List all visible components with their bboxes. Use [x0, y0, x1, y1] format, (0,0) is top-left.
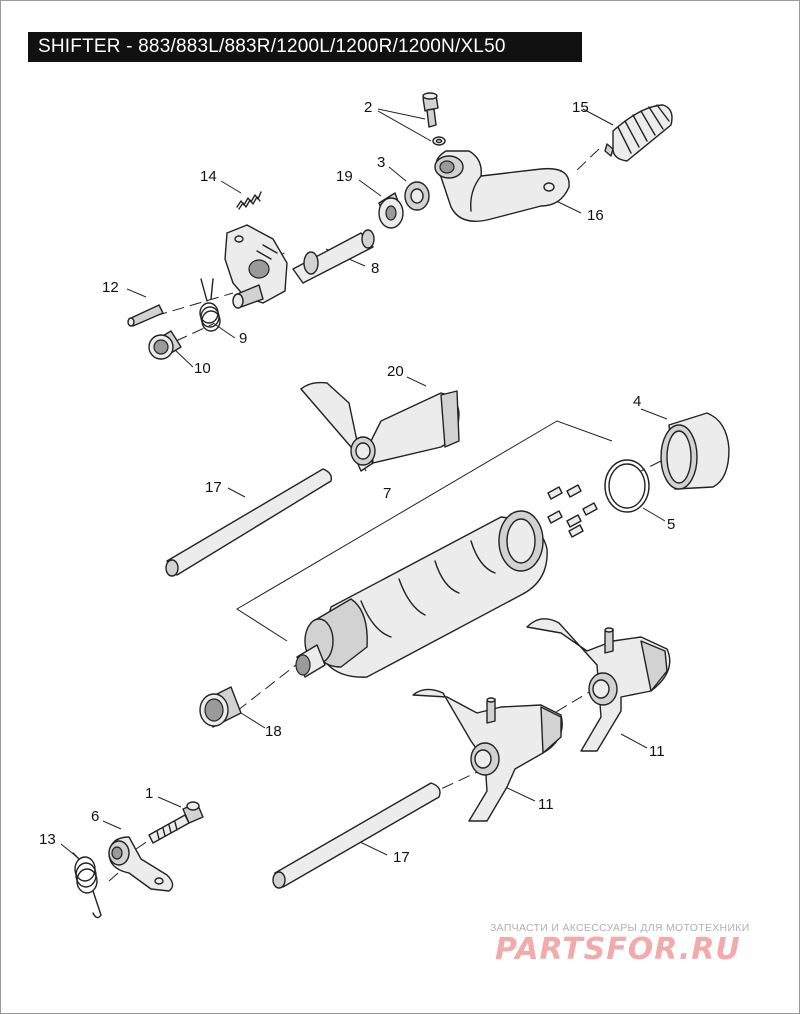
part-5-snap-ring [604, 459, 650, 513]
part-18-bushing [199, 686, 242, 728]
part-11-shift-fork-right [526, 618, 671, 752]
callout-2: 2 [364, 99, 372, 116]
part-17-fork-shaft-upper [165, 468, 333, 577]
callout-17-lower: 17 [393, 849, 410, 866]
callout-4: 4 [633, 393, 641, 410]
callout-12: 12 [102, 279, 119, 296]
part-1-bolt [148, 801, 204, 844]
callout-9: 9 [239, 330, 247, 347]
callout-7: 7 [383, 485, 391, 502]
leader-lines [60, 108, 668, 858]
part-4-bearing-ring [660, 412, 730, 490]
callout-labels: 2 15 3 19 14 16 8 12 9 10 20 4 17 7 5 18… [39, 99, 675, 866]
part-15-shift-peg [604, 104, 673, 162]
diagram-title: SHIFTER - 883/883L/883R/1200L/1200R/1200… [38, 36, 506, 57]
callout-11-right: 11 [649, 743, 665, 760]
part-20-shift-fork [300, 381, 460, 472]
part-10-bushing [148, 330, 182, 360]
callout-19: 19 [336, 168, 353, 185]
part-9-torsion-spring [199, 278, 221, 332]
title-bar: SHIFTER - 883/883L/883R/1200L/1200R/1200… [28, 32, 582, 62]
part-11-shift-fork-left [412, 688, 563, 822]
callout-10: 10 [194, 360, 211, 377]
watermark-logo: PARTSFOR.RU [495, 932, 741, 967]
callout-17-upper: 17 [205, 479, 222, 496]
callout-13: 13 [39, 831, 56, 848]
part-16-shift-lever [434, 150, 570, 222]
callout-18: 18 [265, 723, 282, 740]
callout-20: 20 [387, 363, 404, 380]
shift-drum-pins [547, 484, 598, 538]
part-19-bushing [378, 192, 404, 229]
callout-5: 5 [667, 516, 675, 533]
watermark-caption: ЗАПЧАСТИ И АКСЕССУАРЫ ДЛЯ МОТОТЕХНИКИ [490, 922, 750, 934]
part-2-screw [422, 92, 446, 146]
part-8-shifter-shaft [224, 224, 375, 309]
callout-6: 6 [91, 808, 99, 825]
callout-11-left: 11 [538, 796, 554, 813]
callout-1: 1 [145, 785, 153, 802]
part-3-seal [404, 181, 430, 211]
part-7-shift-drum [295, 510, 548, 678]
callout-16: 16 [587, 207, 604, 224]
part-6-shifter-pawl [108, 836, 174, 892]
part-17-fork-shaft-lower [272, 782, 441, 889]
callout-15: 15 [572, 99, 589, 116]
part-14-spring [236, 191, 262, 210]
callout-14: 14 [200, 168, 217, 185]
part-12-pin [127, 304, 164, 327]
part-13-spring [72, 852, 102, 919]
callout-3: 3 [377, 154, 385, 171]
callout-8: 8 [371, 260, 379, 277]
